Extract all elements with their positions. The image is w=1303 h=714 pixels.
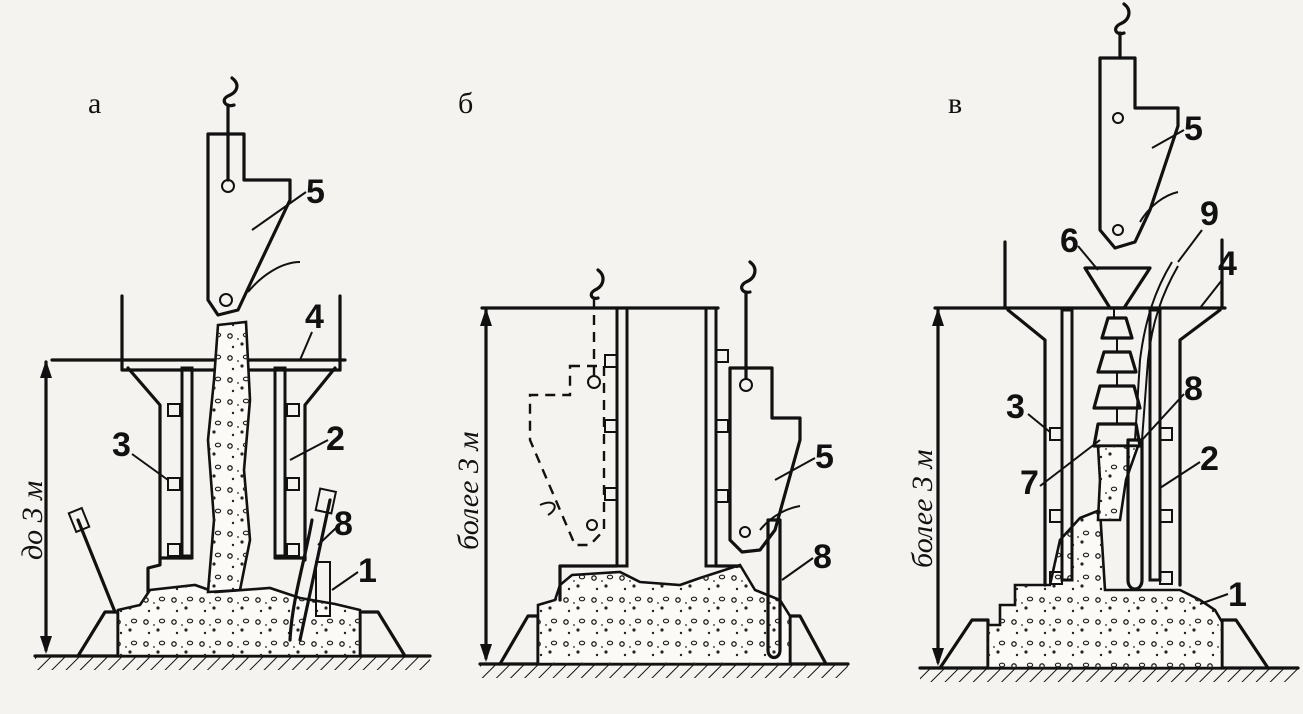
- panel-b-label: б: [458, 87, 473, 120]
- height-label-b: более 3 м: [452, 431, 485, 550]
- callout-a-8: 8: [334, 505, 353, 543]
- callout-b-8: 8: [813, 538, 832, 576]
- callout-c-5: 5: [1184, 110, 1203, 148]
- callout-c-1: 1: [1228, 576, 1247, 614]
- bucket-c: [1098, 2, 1180, 250]
- footing-left-b: [498, 614, 540, 666]
- ground-a: [33, 654, 432, 670]
- vibrator-cable-c: [1134, 261, 1173, 441]
- ground-c: [918, 666, 1300, 682]
- footing-left-c: [938, 618, 990, 670]
- height-label-a: до 3 м: [16, 481, 49, 560]
- form-left-outer-c: [1006, 308, 1047, 587]
- form-right-outer-a: [303, 366, 337, 562]
- vibrator-left-a: [76, 518, 117, 614]
- panel-c-label: в: [948, 87, 962, 120]
- bucket-b: [728, 260, 802, 554]
- bucket-a: [206, 76, 301, 317]
- form-right-outer-c: [1178, 308, 1222, 587]
- callout-c-3: 3: [1006, 388, 1025, 426]
- dimension-arrow-c: [932, 308, 944, 666]
- callout-a-4: 4: [305, 298, 324, 336]
- dimension-arrow-b: [480, 308, 492, 662]
- form-wall-right-b: [704, 306, 718, 568]
- bucket-previous-b: [528, 268, 606, 547]
- footing-right-c: [1220, 618, 1270, 670]
- callout-a-2: 2: [326, 420, 345, 458]
- vibrator-c: [1126, 438, 1144, 591]
- callout-c-9: 9: [1200, 195, 1219, 233]
- footing-right-b: [788, 614, 828, 666]
- ground-b: [478, 662, 850, 678]
- vibrator-b: [766, 518, 782, 660]
- callout-a-3: 3: [112, 426, 131, 464]
- callout-b-5: 5: [815, 438, 834, 476]
- form-wall-left-b: [615, 306, 629, 568]
- callout-a-1: 1: [358, 552, 377, 590]
- callout-c-2: 2: [1200, 440, 1219, 478]
- callout-c-4: 4: [1218, 245, 1237, 283]
- form-wall-left-c: [1060, 308, 1074, 582]
- hopper-left-a: [120, 294, 342, 372]
- funnel-chute-c: [1083, 266, 1152, 448]
- footing-right-a: [358, 610, 407, 658]
- height-label-c: более 3 м: [906, 449, 939, 568]
- callout-c-7: 7: [1020, 464, 1039, 502]
- form-wall-right-a: [273, 366, 287, 558]
- panel-a-label: а: [88, 87, 101, 120]
- dimension-arrow-a: [40, 360, 52, 654]
- panel-b: б: [452, 87, 850, 678]
- panel-c: в: [906, 2, 1300, 682]
- callout-c-8: 8: [1184, 370, 1203, 408]
- footing-left-a: [76, 610, 120, 658]
- form-left-outer-a: [126, 366, 162, 594]
- panel-a: а: [16, 76, 432, 670]
- form-wall-left-a: [180, 366, 194, 558]
- callout-c-6: 6: [1060, 222, 1079, 260]
- callout-a-5: 5: [306, 173, 325, 211]
- form-wall-right-c: [1148, 308, 1162, 582]
